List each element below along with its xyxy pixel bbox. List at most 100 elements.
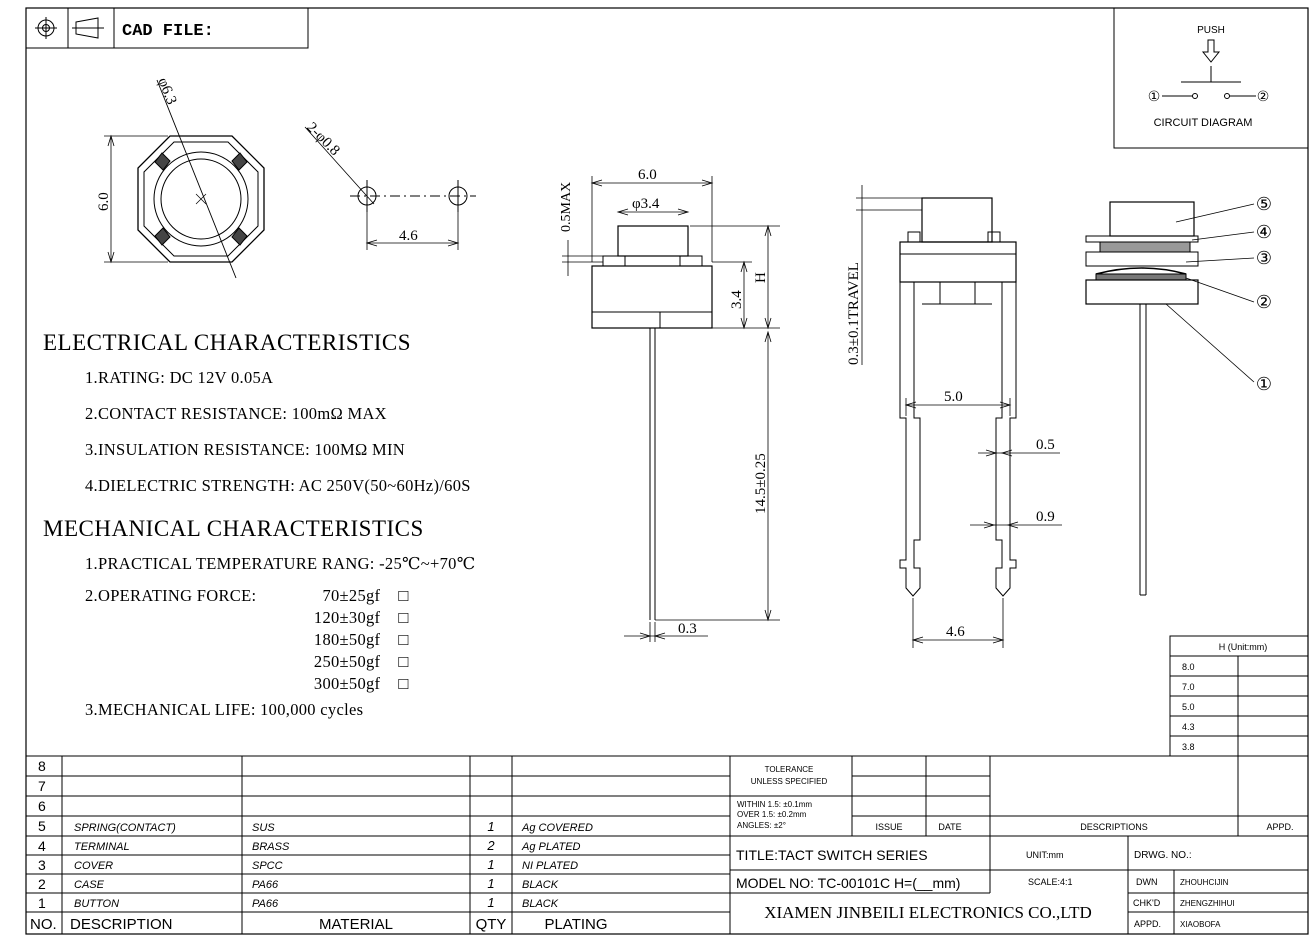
- bom-header-qty: QTY: [476, 916, 507, 933]
- bom-header-no: NO.: [30, 916, 57, 933]
- tol-line-3: ANGLES: ±2°: [737, 821, 786, 830]
- bom-desc: COVER: [74, 860, 113, 872]
- callout-4: ④: [1256, 222, 1272, 242]
- bom-desc: BUTTON: [74, 898, 119, 910]
- force-option: 180±50gf□: [260, 630, 408, 652]
- title-block: TOLERANCE UNLESS SPECIFIED WITHIN 1.5: ±…: [730, 756, 1308, 934]
- checkbox[interactable]: □: [398, 652, 409, 671]
- h-table-header: H (Unit:mm): [1219, 642, 1268, 652]
- bom-plating: NI PLATED: [522, 860, 578, 872]
- front-dim-span: 5.0: [944, 389, 963, 405]
- force-options: 70±25gf□ 120±30gf□ 180±50gf□ 250±50gf□ 3…: [260, 586, 408, 696]
- force-option: 70±25gf□: [260, 586, 408, 608]
- mechanical-life-item: 3.MECHANICAL LIFE: 100,000 cycles: [85, 700, 364, 719]
- pcb-layout-view: 2-φ0.8 4.6: [303, 120, 476, 250]
- push-label: PUSH: [1197, 25, 1225, 36]
- drawing-title: TITLE:TACT SWITCH SERIES: [736, 847, 928, 863]
- electrical-title: ELECTRICAL CHARACTERISTICS: [43, 330, 412, 355]
- exploded-view: ⑤ ④ ③ ② ①: [1085, 194, 1272, 596]
- side-dim-width: 6.0: [638, 167, 657, 183]
- h-value: 5.0: [1182, 702, 1195, 712]
- h-value: 4.3: [1182, 722, 1195, 732]
- tol-title-2: UNLESS SPECIFIED: [751, 777, 828, 786]
- temperature-item: 1.PRACTICAL TEMPERATURE RANG: -25℃~+70℃: [85, 554, 476, 573]
- circuit-caption: CIRCUIT DIAGRAM: [1154, 117, 1253, 129]
- bom-no: 8: [38, 758, 46, 774]
- company-name: XIAMEN JINBEILI ELECTRONICS CO.,LTD: [764, 903, 1092, 922]
- bom-plating: Ag COVERED: [521, 822, 593, 834]
- force-option: 300±50gf□: [260, 674, 408, 696]
- approved-by-label: APPD.: [1134, 919, 1161, 929]
- electrical-section: ELECTRICAL CHARACTERISTICS 1.RATING: DC …: [43, 330, 471, 496]
- bom-mat: BRASS: [252, 841, 290, 853]
- mechanical-section: MECHANICAL CHARACTERISTICS 1.PRACTICAL T…: [43, 516, 475, 720]
- bom-qty: 1: [487, 876, 494, 891]
- date-label: DATE: [938, 822, 961, 832]
- callout-2: ②: [1256, 292, 1272, 312]
- top-view: φ6.3 6.0: [96, 76, 265, 279]
- bom-no: 6: [38, 798, 46, 814]
- bom-qty: 1: [487, 895, 494, 910]
- bom-mat: PA66: [252, 879, 279, 891]
- bom-mat: PA66: [252, 898, 279, 910]
- h-value: 7.0: [1182, 682, 1195, 692]
- approved-by-name: XIAOBOFA: [1180, 920, 1221, 929]
- descriptions-label: DESCRIPTIONS: [1080, 822, 1148, 832]
- pin-1-label: ①: [1148, 88, 1161, 104]
- bom-qty: 1: [487, 819, 494, 834]
- sheet-border: [25, 7, 1309, 935]
- h-value: 3.8: [1182, 742, 1195, 752]
- bom-plating: BLACK: [522, 879, 559, 891]
- bom-no: 1: [38, 895, 46, 911]
- bom-table: 8 7 6 5 4 3 2 1 SPRING(CONTACT) TERMINAL…: [26, 755, 1308, 934]
- side-dim-button: φ3.4: [632, 196, 660, 212]
- checkbox[interactable]: □: [398, 630, 409, 649]
- circuit-diagram: PUSH ① ② CIRCUIT DIAGRAM: [1113, 7, 1309, 149]
- bom-qty: 1: [487, 857, 494, 872]
- bom-no: 4: [38, 838, 46, 854]
- tol-line-2: OVER 1.5: ±0.2mm: [737, 810, 807, 819]
- front-view: 0.3±0.1TRAVEL 5.0 0.5 0.9 4.6: [846, 185, 1062, 648]
- h-table: H (Unit:mm) 8.0 7.0 5.0 4.3 3.8: [1169, 635, 1309, 757]
- header-box: CAD FILE:: [25, 7, 309, 49]
- side-dim-lead: 14.5±0.25: [753, 453, 769, 514]
- operating-force-item: 2.OPERATING FORCE: 70±25gf□ 120±30gf□ 18…: [85, 586, 475, 696]
- appd-column-label: APPD.: [1266, 822, 1293, 832]
- pin-2-label: ②: [1257, 88, 1270, 104]
- issue-label: ISSUE: [875, 822, 902, 832]
- side-dim-body: 3.4: [729, 290, 745, 309]
- front-dim-pitch: 4.6: [946, 624, 965, 640]
- callout-3: ③: [1256, 248, 1272, 268]
- checkbox[interactable]: □: [398, 674, 409, 693]
- bom-desc: SPRING(CONTACT): [74, 822, 176, 834]
- tol-title-1: TOLERANCE: [765, 765, 814, 774]
- side-dim-h: H: [753, 272, 769, 283]
- checkbox[interactable]: □: [398, 586, 409, 605]
- unit-label: UNIT:mm: [1026, 850, 1064, 860]
- electrical-item: 4.DIELECTRIC STRENGTH: AC 250V(50~60Hz)/…: [85, 476, 471, 495]
- checked-by-label: CHK'D: [1133, 898, 1161, 908]
- bom-no: 5: [38, 818, 46, 834]
- push-arrow-icon: [1201, 39, 1221, 63]
- top-dim-diameter: φ6.3: [154, 76, 179, 107]
- bom-plating: Ag PLATED: [521, 841, 581, 853]
- bom-header-desc: DESCRIPTION: [70, 916, 173, 933]
- h-value: 8.0: [1182, 662, 1195, 672]
- operating-force-label: 2.OPERATING FORCE:: [85, 586, 257, 605]
- drawn-by-label: DWN: [1136, 877, 1158, 887]
- drawing-number-label: DRWG. NO.:: [1134, 850, 1192, 861]
- bom-header-plating: PLATING: [544, 916, 607, 933]
- bom-desc: CASE: [74, 879, 105, 891]
- bom-no: 2: [38, 876, 46, 892]
- checkbox[interactable]: □: [398, 608, 409, 627]
- side-dim-pin: 0.3: [678, 621, 697, 637]
- top-dim-width: 6.0: [96, 192, 112, 211]
- front-dim-travel: 0.3±0.1TRAVEL: [846, 262, 862, 365]
- side-view: 6.0 φ3.4 0.5MAX 3.4 H 14.5±0.25 0.3: [559, 167, 780, 642]
- callout-1: ①: [1256, 374, 1272, 394]
- electrical-item: 1.RATING: DC 12V 0.05A: [85, 368, 274, 387]
- scale-label: SCALE:4:1: [1028, 877, 1073, 887]
- bom-plating: BLACK: [522, 898, 559, 910]
- bom-desc: TERMINAL: [74, 841, 130, 853]
